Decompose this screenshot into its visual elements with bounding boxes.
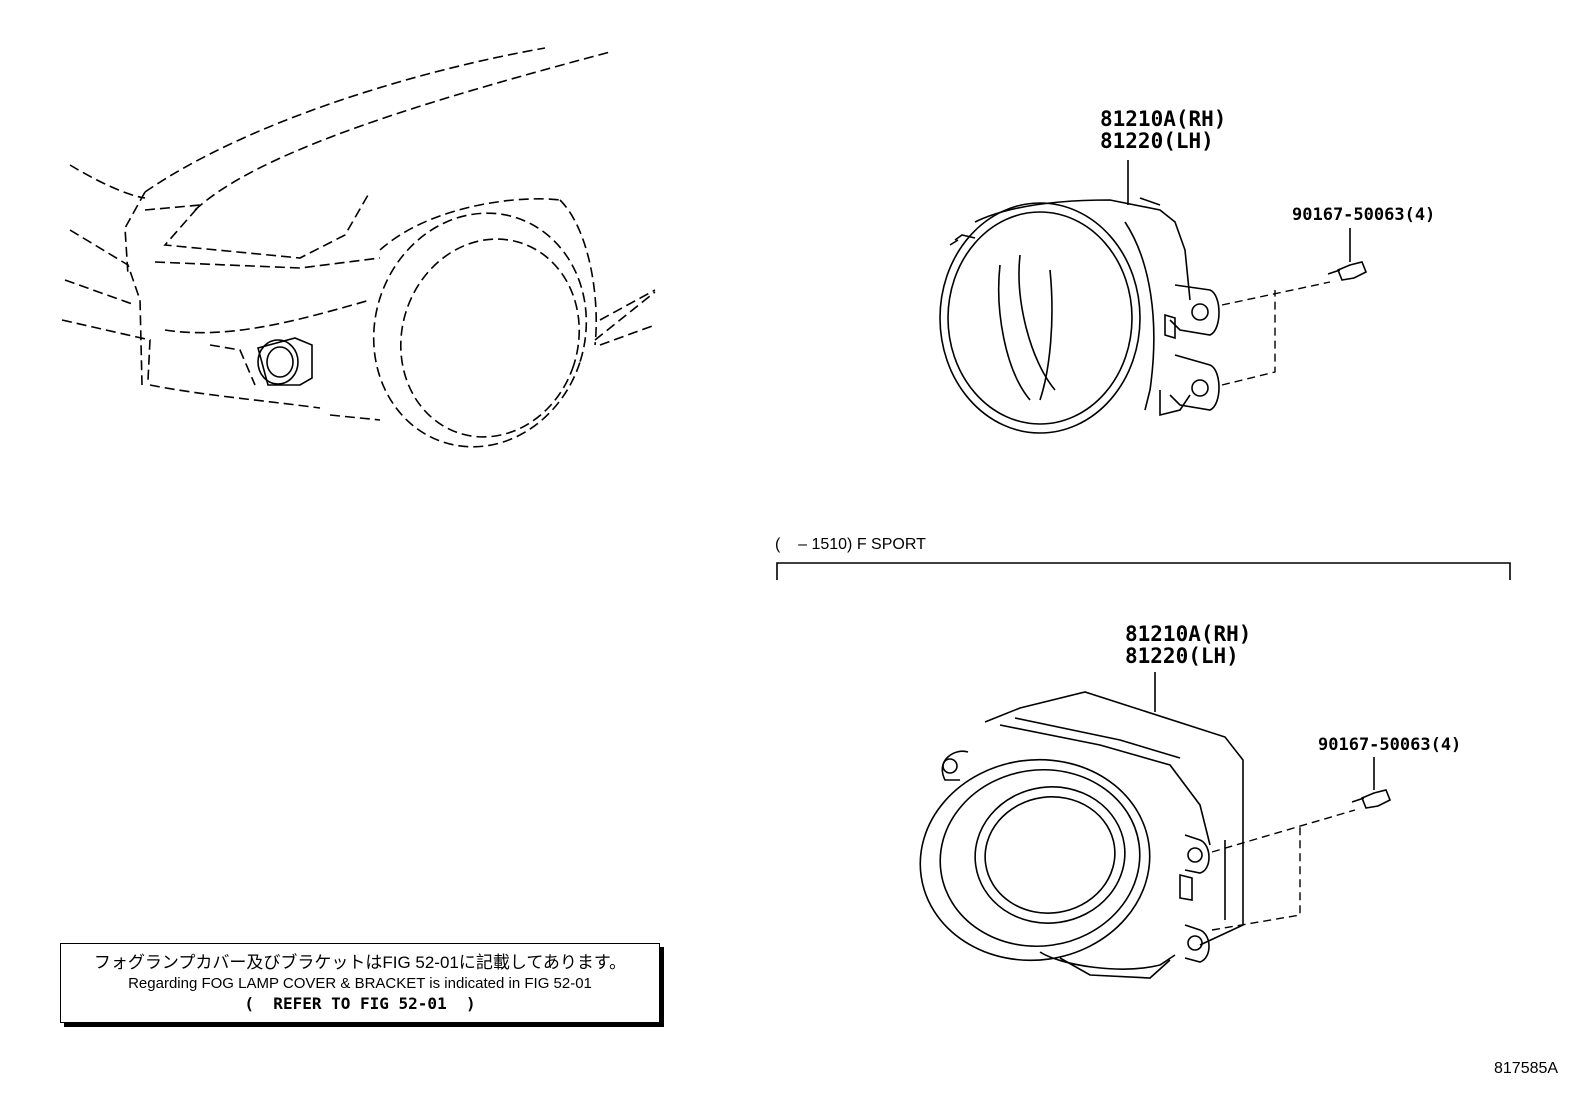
condition-label: ( – 1510) F SPORT [775,536,926,553]
car-front-outline [61,47,656,421]
note-english: Regarding FOG LAMP COVER & BRACKET is in… [128,975,592,992]
upper-screw-part-number: 90167-50063(4) [1292,205,1436,225]
lower-screw-leader [1211,809,1356,931]
upper-screw-leader [1221,281,1331,386]
lower-part-number-rh: 81210A(RH) [1125,622,1252,646]
upper-screw [1327,228,1368,281]
condition-bracket [776,562,1511,580]
lower-fog-lamp [919,672,1244,979]
car-wheel [372,212,588,448]
note-japanese: フォグランプカバー及びブラケットはFIG 52-01に記載してあります。 [93,953,627,972]
lower-screw-part-number: 90167-50063(4) [1318,735,1462,755]
lower-part-number-lh: 81220(LH) [1125,644,1239,668]
lower-screw [1351,757,1392,809]
reference-note: フォグランプカバー及びブラケットはFIG 52-01に記載してあります。 Reg… [60,943,660,1023]
upper-part-number-lh: 81220(LH) [1100,129,1214,153]
note-refer: ( REFER TO FIG 52-01 ) [244,994,476,1013]
car-fog-lamp-location [257,337,313,386]
figure-code: 817585A [1494,1060,1559,1077]
upper-part-number-rh: 81210A(RH) [1100,107,1227,131]
upper-fog-lamp [939,160,1220,434]
